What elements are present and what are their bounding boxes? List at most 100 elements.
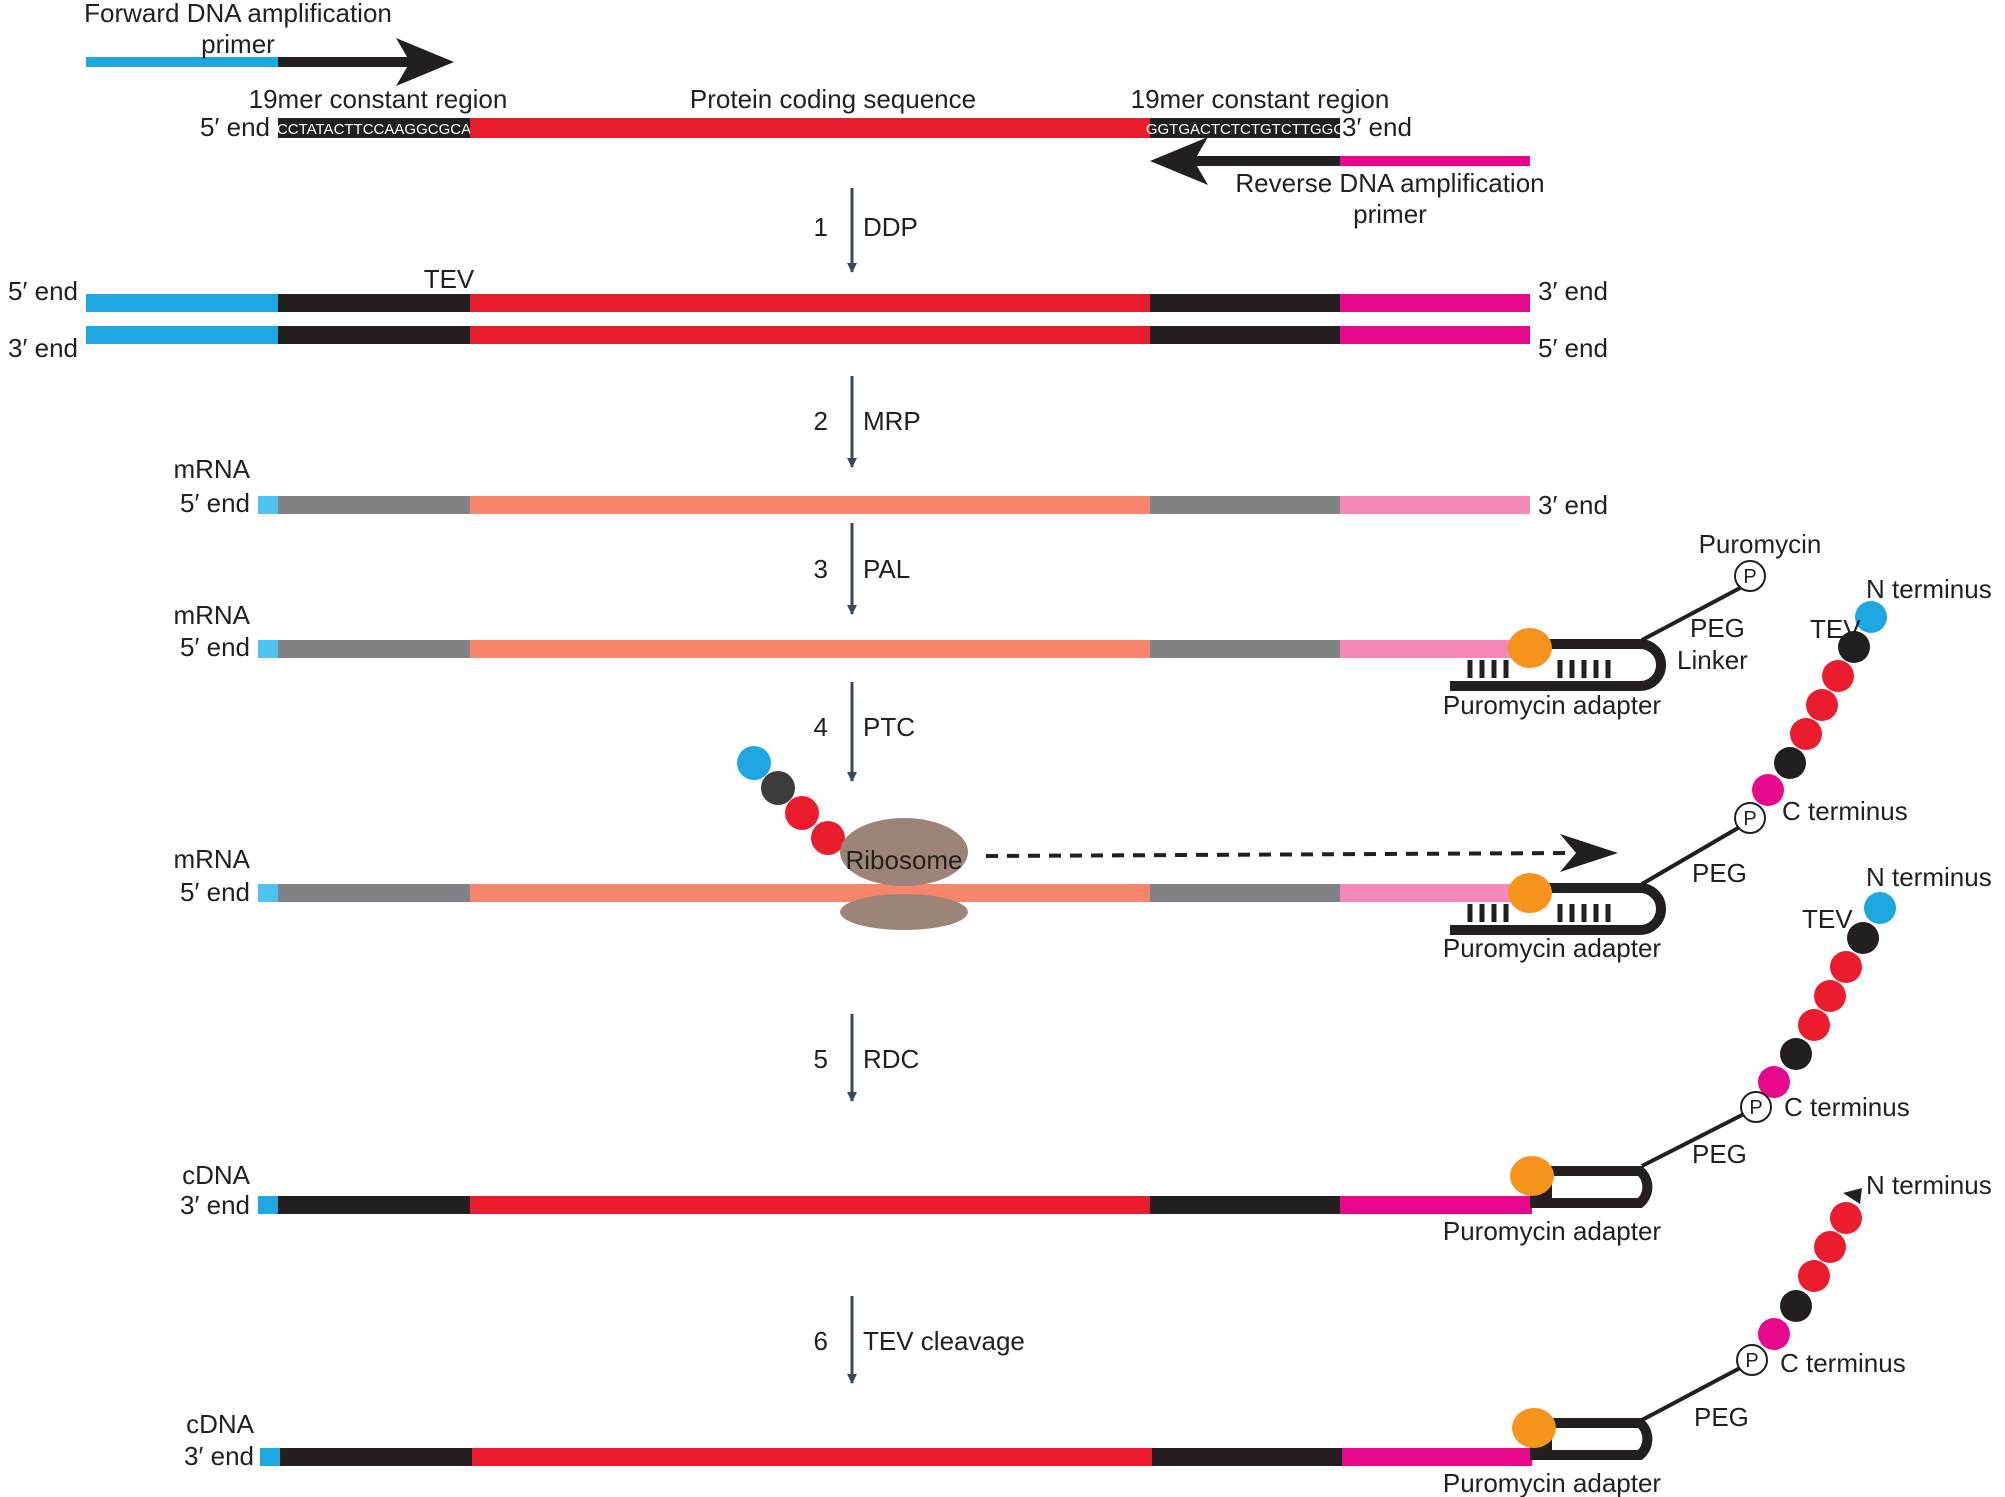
rdc-section: TEV N terminus P C terminus PEG cDNA 3′ … — [180, 862, 1992, 1246]
pal-gray-left — [278, 640, 470, 658]
rdc-cdna-name: cDNA — [182, 1160, 251, 1190]
tev-chain-bead-red-2 — [1814, 1231, 1846, 1263]
rdc-adapter-label: Puromycin adapter — [1443, 1216, 1662, 1246]
rdc-chain-bead-magenta — [1758, 1066, 1790, 1098]
ptc-puromycin-circle — [1734, 802, 1766, 834]
forward-primer-arrowhead — [396, 38, 454, 86]
pal-section: mRNA 5′ end P Puromycin PEG Linker Purom… — [173, 529, 1821, 720]
dsdna-bottom-blue — [86, 326, 278, 344]
ptc-nascent-bead-blue — [737, 746, 771, 780]
rdc-magenta — [1340, 1196, 1532, 1214]
step-5-label: RDC — [863, 1044, 919, 1074]
tev-chain-bead-black — [1780, 1290, 1812, 1322]
step-1-number: 1 — [814, 212, 828, 242]
pal-pink — [1340, 640, 1530, 658]
ptc-nascent-bead-dark — [761, 771, 795, 805]
pal-puromycin-label: Puromycin — [1699, 529, 1822, 559]
dsdna-section: TEV 5′ end 3′ end 3′ end 5′ end — [8, 264, 1608, 363]
pal-orange-bead — [1508, 628, 1552, 668]
ptc-puromycin-p: P — [1743, 808, 1756, 830]
step-6-number: 6 — [814, 1326, 828, 1356]
mrna-section: mRNA 5′ end 3′ end — [173, 454, 1608, 520]
const-left-label: 19mer constant region — [249, 84, 508, 114]
dsdna-top-black-left — [278, 294, 470, 312]
forward-primer-blue — [86, 57, 278, 67]
rdc-n-terminus-label: N terminus — [1866, 862, 1992, 892]
tev-red — [472, 1448, 1152, 1466]
ptc-pink — [1340, 884, 1530, 902]
ptc-nascent-bead-red-1 — [785, 796, 819, 830]
tev-chain-bead-magenta — [1758, 1318, 1790, 1350]
ptc-orange-bead — [1508, 873, 1552, 913]
pal-peg-label: PEG — [1690, 613, 1745, 643]
tev-peg-line — [1641, 1366, 1741, 1422]
dsdna-top-three-end: 3′ end — [1538, 276, 1608, 306]
mrna-gray-left — [278, 496, 470, 514]
dsdna-top-blue — [86, 294, 278, 312]
ptc-mrna-name: mRNA — [173, 844, 250, 874]
dsdna-bottom-three-end: 3′ end — [8, 333, 78, 363]
rdc-puromycin-p: P — [1749, 1097, 1762, 1119]
ptc-dashed-arrowhead — [1560, 834, 1618, 872]
ribosome-small-subunit — [840, 894, 968, 930]
tev-peg-label: PEG — [1694, 1402, 1749, 1432]
step-4-number: 4 — [814, 712, 828, 742]
rdc-three-end: 3′ end — [180, 1190, 250, 1220]
tev-n-terminus-label: N terminus — [1866, 1170, 1992, 1200]
dsdna-top-red — [470, 294, 1150, 312]
pal-gray-right — [1150, 640, 1340, 658]
template-five-end: 5′ end — [200, 112, 270, 142]
pal-salmon — [470, 640, 1150, 658]
ptc-section: mRNA 5′ end Ribosome Puromycin adapter P… — [173, 574, 1991, 963]
ptc-chain-bead-blue — [1855, 601, 1887, 633]
dsdna-bottom-black-right — [1150, 326, 1340, 344]
const-left-segment — [278, 118, 470, 138]
tev-adapter-label: Puromycin adapter — [1443, 1468, 1662, 1497]
dsdna-top-five-end: 5′ end — [8, 276, 78, 306]
rdc-c-terminus-label: C terminus — [1784, 1092, 1910, 1122]
tev-three-end: 3′ end — [184, 1441, 254, 1471]
coding-segment — [470, 118, 1150, 138]
tev-black-right — [1152, 1448, 1342, 1466]
pal-five-end: 5′ end — [180, 632, 250, 662]
step-arrows: 1 DDP 2 MRP 3 PAL 4 PTC 5 RDC 6 TEV clea… — [814, 188, 1025, 1384]
tev-magenta — [1342, 1448, 1532, 1466]
ptc-chain-bead-red-2 — [1806, 689, 1838, 721]
tev-label: TEV — [424, 264, 475, 294]
ptc-salmon — [470, 884, 1150, 902]
tev-lightblue — [260, 1448, 280, 1466]
ptc-chain-bead-red-1 — [1790, 718, 1822, 750]
ribosome-large-subunit — [840, 818, 968, 886]
tev-puromycin-p: P — [1745, 1350, 1758, 1372]
protein-coding-label: Protein coding sequence — [690, 84, 976, 114]
tev-cleavage-section: N terminus P C terminus PEG cDNA 3′ end … — [184, 1170, 1992, 1497]
pal-peg-linker-line — [1641, 586, 1741, 642]
tev-chain-bead-red-3 — [1830, 1202, 1862, 1234]
ptc-adapter-label: Puromycin adapter — [1443, 933, 1662, 963]
ptc-chain-bead-black-2 — [1838, 631, 1870, 663]
step-6-label: TEV cleavage — [863, 1326, 1025, 1356]
ptc-n-terminus-label: N terminus — [1866, 574, 1992, 604]
reverse-primer-black — [1190, 156, 1340, 166]
step-2-label: MRP — [863, 406, 921, 436]
pal-puromycin-circle — [1734, 560, 1766, 592]
mrna-pink — [1340, 496, 1530, 514]
rdc-red — [470, 1196, 1150, 1214]
ptc-puromycin-adapter — [1450, 873, 1666, 935]
rdc-orange-bead — [1510, 1156, 1554, 1196]
rdc-chain-bead-blue — [1864, 892, 1896, 924]
rdc-puromycin-circle — [1740, 1091, 1772, 1123]
dsdna-bottom-magenta — [1340, 326, 1530, 344]
rdc-peg-line — [1641, 1112, 1745, 1168]
rdc-black-left — [278, 1196, 470, 1214]
step-3-number: 3 — [814, 554, 828, 584]
const-left-sequence: CCTATACTTCCAAGGCGCA — [277, 121, 471, 138]
rdc-chain-bead-black-2 — [1847, 922, 1879, 954]
mrna-five-end: 5′ end — [180, 488, 250, 518]
step-4-label: PTC — [863, 712, 915, 742]
rdc-chain-bead-black-1 — [1780, 1038, 1812, 1070]
